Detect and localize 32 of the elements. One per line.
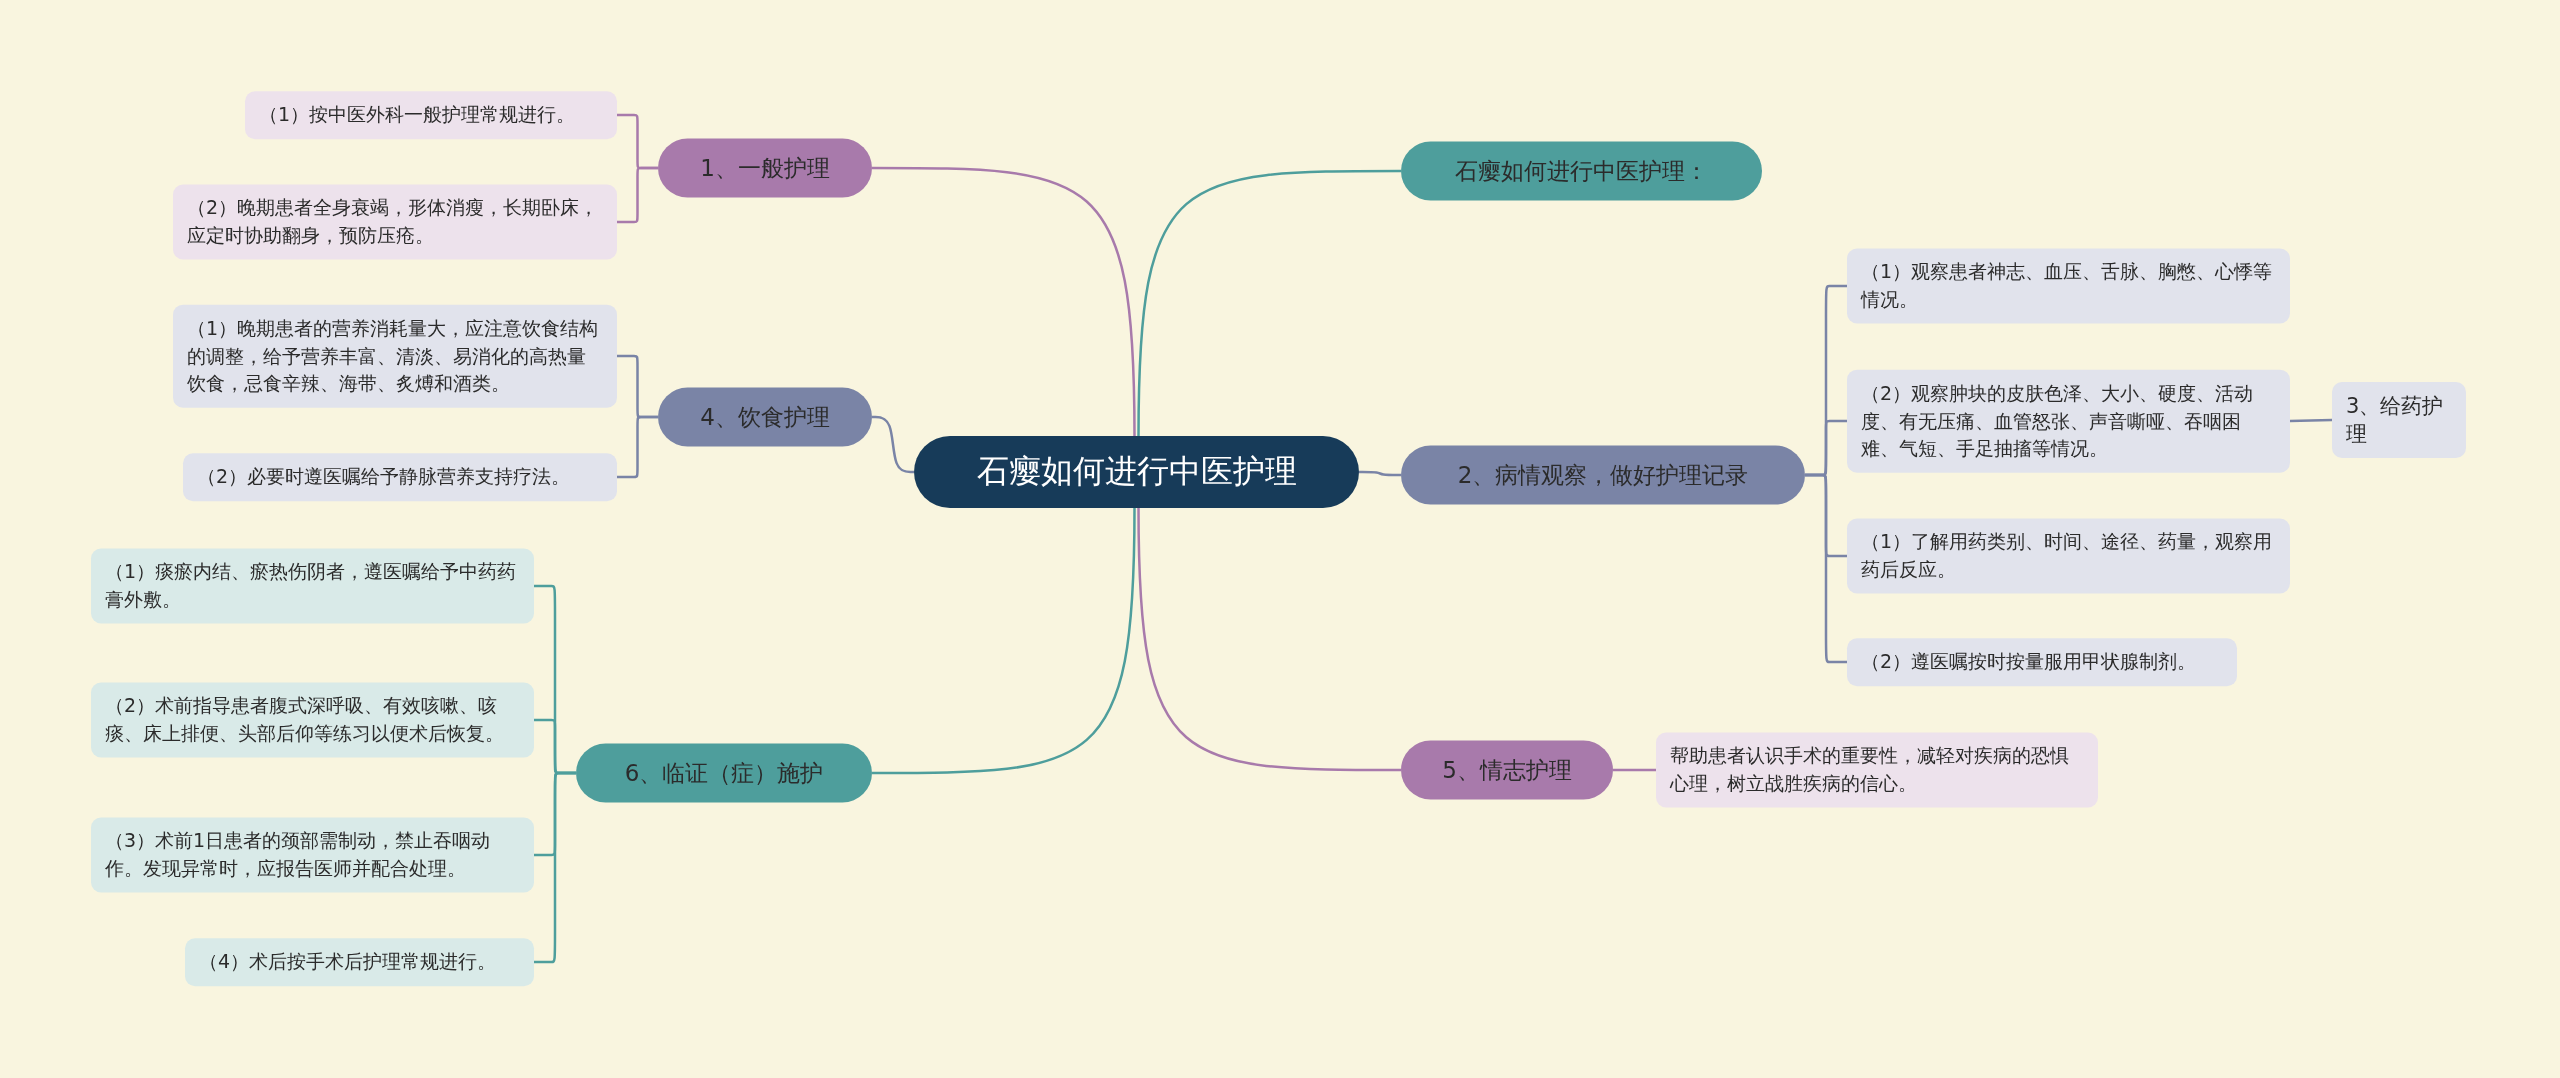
connector-line [1137,169,1401,436]
subtopic-box: （1）了解用药类别、时间、途径、药量，观察用药后反应。 [1847,518,2290,594]
branch-topic: 1、一般护理 [658,138,872,198]
subtopic-box: （2）必要时遵医嘱给予静脉营养支持疗法。 [183,453,617,501]
connector-line [872,415,914,474]
connector-line [1613,768,1656,772]
connector-line [872,166,1136,436]
branch-topic: 5、情志护理 [1401,740,1613,800]
subtopic-box: （1）按中医外科一般护理常规进行。 [245,91,617,139]
subtopic-box: 3、给药护理 [2332,382,2466,458]
branch-topic: 4、饮食护理 [658,387,872,447]
subtopic-box: （2）遵医嘱按时按量服用甲状腺制剂。 [1847,638,2237,686]
connector-line [1805,473,1847,664]
branch-topic: 2、病情观察，做好护理记录 [1401,445,1805,505]
subtopic-box: （2）晚期患者全身衰竭，形体消瘦，长期卧床，应定时协助翻身，预防压疮。 [173,184,617,260]
subtopic-box: （1）痰瘀内结、瘀热伤阴者，遵医嘱给予中药药膏外敷。 [91,548,534,624]
connector-line [872,508,1136,775]
central-topic: 石瘿如何进行中医护理 [914,436,1359,508]
connector-line [1359,470,1401,477]
subtopic-box: （1）晚期患者的营养消耗量大，应注意饮食结构的调整，给予营养丰富、清淡、易消化的高热量饮食，忌食辛辣、海带、炙煿和酒类。 [173,304,617,408]
connector-line [1137,508,1401,772]
connector-line [617,415,658,479]
connector-line [2289,418,2333,423]
subtopic-box: （4）术后按手术后护理常规进行。 [185,938,534,986]
subtopic-box: （1）观察患者神志、血压、舌脉、胸憋、心悸等情况。 [1847,248,2290,324]
connector-line [617,166,658,224]
subtopic-box: （2）术前指导患者腹式深呼吸、有效咳嗽、咳痰、床上排便、头部后仰等练习以便术后恢复。 [91,682,534,758]
branch-topic: 石瘿如何进行中医护理： [1401,141,1762,201]
branch-topic: 6、临证（症）施护 [576,743,872,803]
subtopic-box: （3）术前1日患者的颈部需制动，禁止吞咽动作。发现异常时，应报告医师并配合处理。 [91,817,534,893]
subtopic-box: （2）观察肿块的皮肤色泽、大小、硬度、活动度、有无压痛、血管怒张、声音嘶哑、吞咽困难、气短、手足抽搐等情况。 [1847,369,2290,473]
subtopic-box: 帮助患者认识手术的重要性，减轻对疾病的恐惧心理，树立战胜疾病的信心。 [1656,732,2098,808]
